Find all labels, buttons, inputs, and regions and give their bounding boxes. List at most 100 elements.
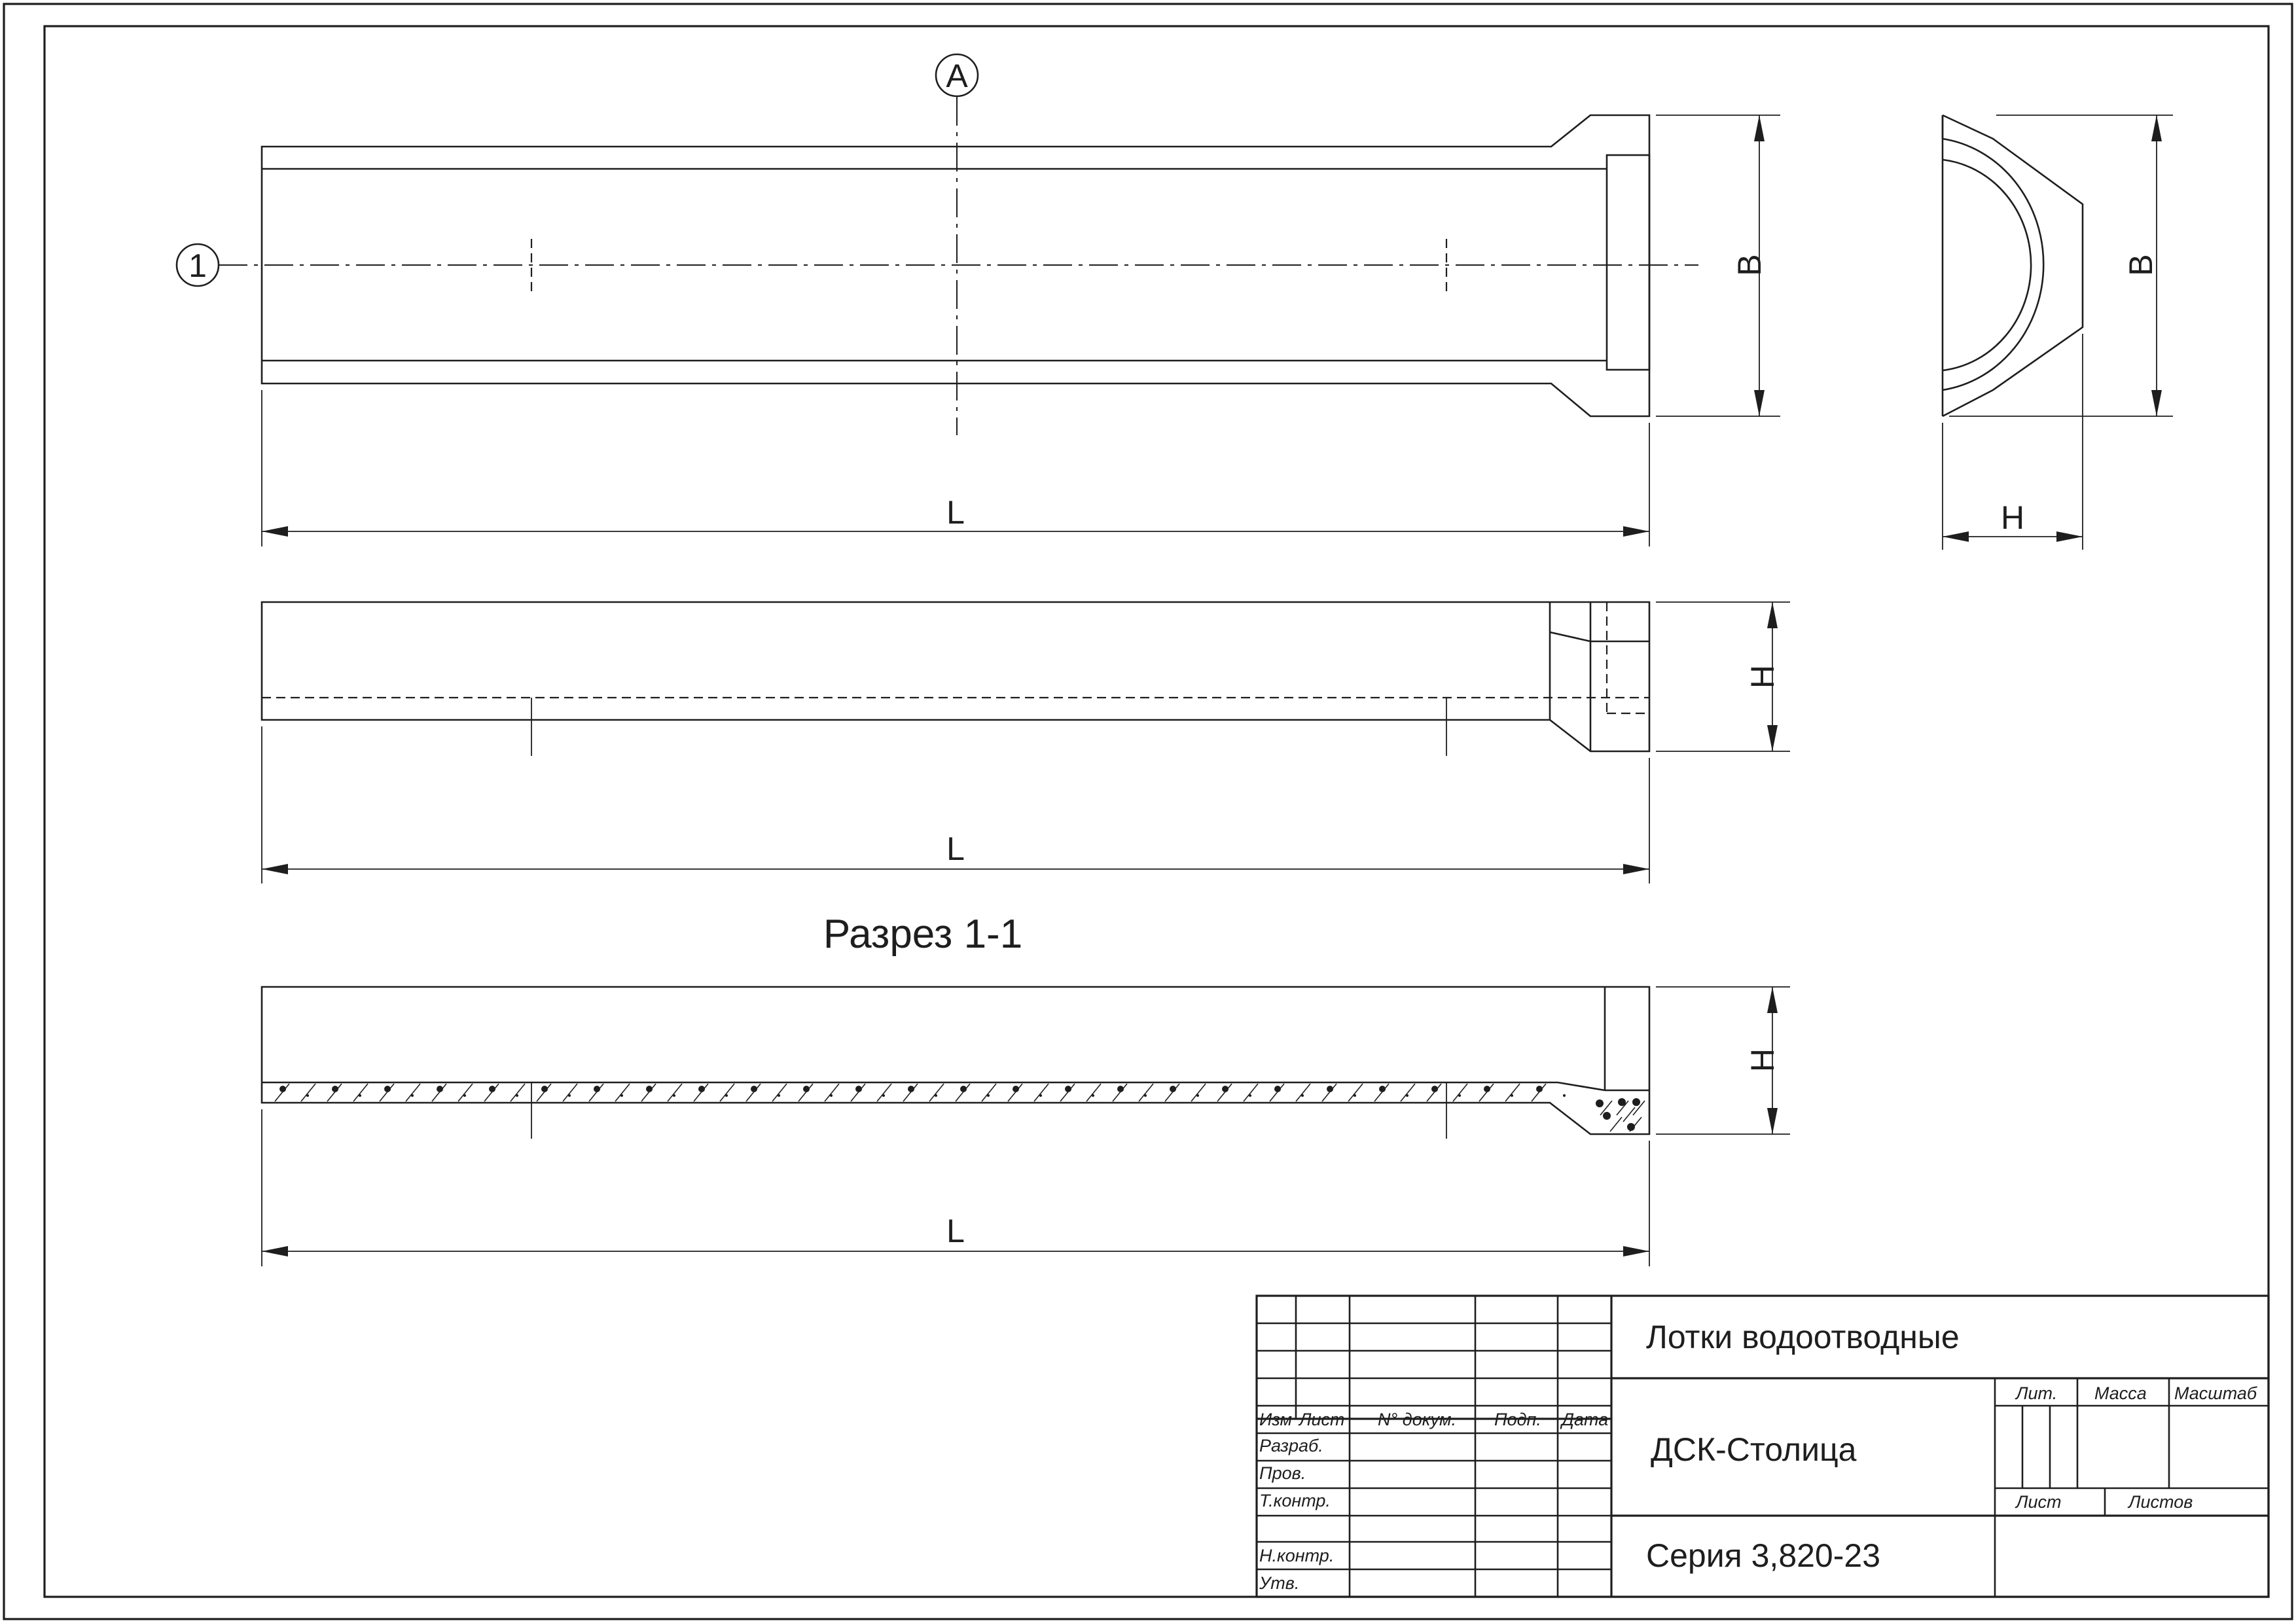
hatch-stroke	[1632, 1100, 1645, 1116]
rebar-dot	[1484, 1086, 1490, 1092]
hatch-stroke	[693, 1083, 709, 1102]
hatch-stroke	[1426, 1083, 1442, 1102]
hatch-stroke	[1479, 1083, 1494, 1102]
cell-masshtab: Масштаб	[2174, 1383, 2257, 1403]
dim-label-b-plan: B	[1731, 254, 1768, 276]
aggregate-dot	[463, 1094, 466, 1097]
side-view: L H	[260, 601, 1790, 883]
dim-label-h-end: H	[2001, 499, 2024, 536]
hatch-stroke	[1086, 1083, 1102, 1102]
hatch-stroke	[772, 1083, 787, 1102]
aggregate-dot	[620, 1094, 623, 1097]
rebar-dot	[1603, 1112, 1611, 1120]
rebar-dot	[698, 1086, 705, 1092]
rebar-dot	[960, 1086, 967, 1092]
hatch-stroke	[667, 1083, 683, 1102]
section-title: Разрез 1-1	[823, 912, 1022, 957]
axis-label-a: A	[946, 58, 968, 94]
hatch-stroke	[641, 1083, 656, 1102]
hatch-stroke	[1243, 1083, 1259, 1102]
aggregate-dot	[1092, 1094, 1094, 1097]
hatch-stroke	[615, 1083, 630, 1102]
hatch-stroke	[1191, 1083, 1206, 1102]
col-izm: Изм	[1259, 1410, 1292, 1429]
hatch-stroke	[1609, 1116, 1623, 1132]
hatch-stroke	[850, 1083, 866, 1102]
hatch-stroke	[1623, 1107, 1636, 1122]
aggregate-dot	[1144, 1094, 1147, 1097]
hatch-stroke	[876, 1083, 892, 1102]
hatch-stroke	[588, 1083, 604, 1102]
hatch-stroke	[1531, 1083, 1547, 1102]
hatch-stroke	[1269, 1083, 1285, 1102]
rebar-dot	[1596, 1099, 1604, 1107]
hatch-stroke	[981, 1083, 997, 1102]
rebar-dot	[1274, 1086, 1281, 1092]
dim-label-l-side: L	[946, 830, 965, 867]
hatch-stroke	[955, 1083, 971, 1102]
section-view: L H	[260, 986, 1790, 1266]
hatch-stroke	[1400, 1083, 1416, 1102]
rebar-dot	[1536, 1086, 1543, 1092]
title-block: Изм Лист N° докум. Подп. Дата Разраб. Пр…	[1255, 1294, 2270, 1598]
hatch-stroke	[1060, 1083, 1075, 1102]
dim-label-l-section: L	[946, 1213, 965, 1249]
rebar-dot	[646, 1086, 653, 1092]
hatch-stroke	[1374, 1083, 1390, 1102]
inner-frame	[43, 25, 2270, 1598]
cell-listov: Листов	[2127, 1492, 2193, 1512]
row-prov: Пров.	[1259, 1463, 1306, 1483]
rebar-dot	[1117, 1086, 1124, 1092]
hatch-stroke	[1112, 1083, 1128, 1102]
hatch-stroke	[929, 1083, 944, 1102]
rebar-dot	[594, 1086, 600, 1092]
rebar-dot	[751, 1086, 757, 1092]
row-tkontr: Т.контр.	[1259, 1491, 1331, 1510]
hatch-stroke	[562, 1083, 578, 1102]
rebar-dot	[1632, 1098, 1640, 1106]
rebar-dot	[855, 1086, 862, 1092]
hatch-stroke	[903, 1083, 918, 1102]
rebar-dot	[803, 1086, 810, 1092]
col-sign: Подп.	[1494, 1410, 1541, 1429]
aggregate-dot	[673, 1094, 675, 1097]
cell-massa: Масса	[2094, 1383, 2147, 1403]
rebar-dot	[1013, 1086, 1019, 1092]
aggregate-dot	[1406, 1094, 1408, 1097]
hatch-stroke	[274, 1083, 290, 1102]
aggregate-dot	[568, 1094, 571, 1097]
rebar-dot	[489, 1086, 495, 1092]
rebar-dot	[384, 1086, 391, 1092]
rebar-dot	[437, 1086, 443, 1092]
rebar-dot	[1170, 1086, 1176, 1092]
hatch-stroke	[379, 1083, 395, 1102]
hatch-stroke	[1452, 1083, 1468, 1102]
col-list: Лист	[1298, 1410, 1345, 1429]
hatch-stroke	[353, 1083, 368, 1102]
hatch-stroke	[745, 1083, 761, 1102]
hatch-stroke	[1616, 1100, 1629, 1116]
aggregate-dot	[1511, 1094, 1513, 1097]
organization-name: ДСК-Столица	[1651, 1431, 1857, 1468]
hatch-stroke	[1164, 1083, 1180, 1102]
rebar-dot	[1431, 1086, 1438, 1092]
concrete-hatching	[274, 1083, 1645, 1132]
rebar-dot	[908, 1086, 914, 1092]
hatch-stroke	[1505, 1083, 1520, 1102]
hatch-stroke	[824, 1083, 840, 1102]
aggregate-dot	[306, 1094, 309, 1097]
hatch-stroke	[1033, 1083, 1049, 1102]
dim-label-h-section: H	[1744, 1048, 1781, 1072]
row-nkontr: Н.контр.	[1259, 1546, 1334, 1565]
hatch-stroke	[536, 1083, 552, 1102]
aggregate-dot	[411, 1094, 414, 1097]
rebar-dot	[332, 1086, 338, 1092]
hatch-stroke	[327, 1083, 342, 1102]
axis-bubble-1	[175, 243, 220, 287]
row-utv: Утв.	[1259, 1573, 1299, 1593]
hatch-stroke	[405, 1083, 421, 1102]
aggregate-dot	[1301, 1094, 1304, 1097]
row-razrab: Разраб.	[1259, 1436, 1323, 1455]
aggregate-dot	[1458, 1094, 1461, 1097]
